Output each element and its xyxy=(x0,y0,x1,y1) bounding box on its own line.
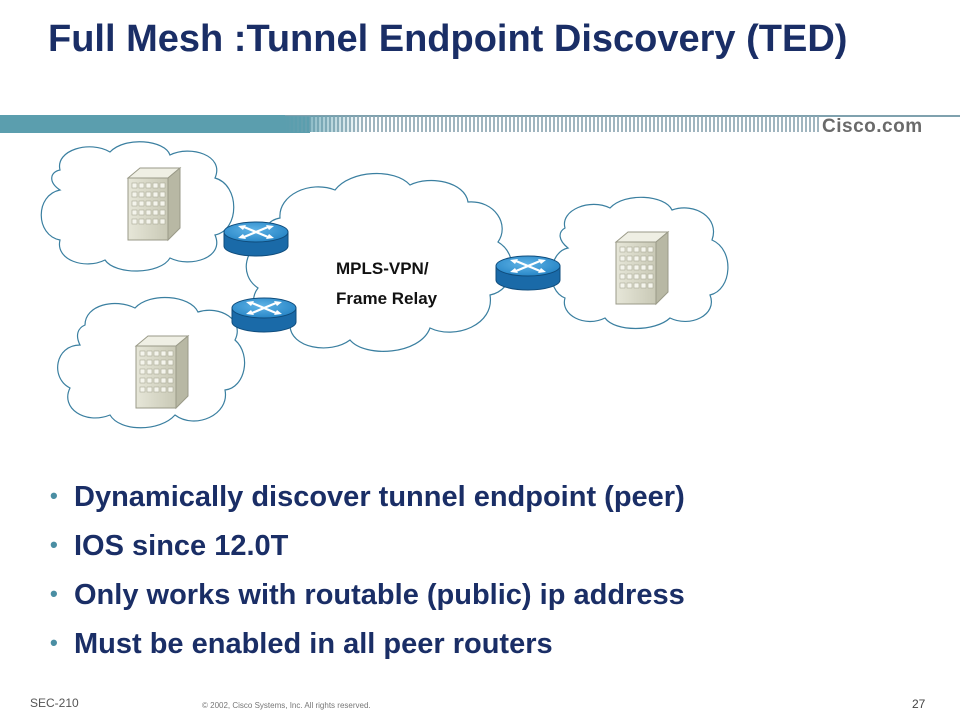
slide-title: Full Mesh :Tunnel Endpoint Discovery (TE… xyxy=(48,18,848,60)
router-icon xyxy=(222,220,290,258)
page-number: 27 xyxy=(912,697,926,711)
router-icon xyxy=(494,254,562,292)
copyright-notice: © 2002, Cisco Systems, Inc. All rights r… xyxy=(202,701,371,710)
provider-cloud xyxy=(245,173,513,352)
bullet-item: • Only works with routable (public) ip ad… xyxy=(50,570,685,619)
bullet-item: • Dynamically discover tunnel endpoint (p… xyxy=(50,472,685,521)
bullet-dot-icon: • xyxy=(50,630,58,655)
cisco-logo: Cisco.com xyxy=(822,116,923,137)
bullet-list: • Dynamically discover tunnel endpoint (p… xyxy=(50,472,685,668)
header-band-bar xyxy=(0,115,310,133)
building-icon xyxy=(135,335,189,409)
router-icon xyxy=(230,296,298,334)
session-code: SEC-210 xyxy=(30,696,79,710)
cloud-label-line1: MPLS-VPN/ xyxy=(336,259,429,278)
bullet-item: • Must be enabled in all peer routers xyxy=(50,619,685,668)
bullet-dot-icon: • xyxy=(50,532,58,557)
bullet-text: Only works with routable (public) ip add… xyxy=(74,579,685,611)
header-band xyxy=(0,112,960,138)
bullet-text: Dynamically discover tunnel endpoint (pe… xyxy=(74,481,685,513)
cloud-label-line2: Frame Relay xyxy=(336,289,438,308)
header-band-stripes xyxy=(285,116,820,132)
network-diagram: MPLS-VPN/ Frame Relay xyxy=(40,141,729,429)
bullet-dot-icon: • xyxy=(50,483,58,508)
header-band-fade xyxy=(285,116,365,132)
bullet-dot-icon: • xyxy=(50,581,58,606)
bullet-text: Must be enabled in all peer routers xyxy=(74,628,553,660)
bullet-text: IOS since 12.0T xyxy=(74,530,289,562)
bullet-item: • IOS since 12.0T xyxy=(50,521,685,570)
building-icon xyxy=(615,231,669,305)
building-icon xyxy=(127,167,181,241)
